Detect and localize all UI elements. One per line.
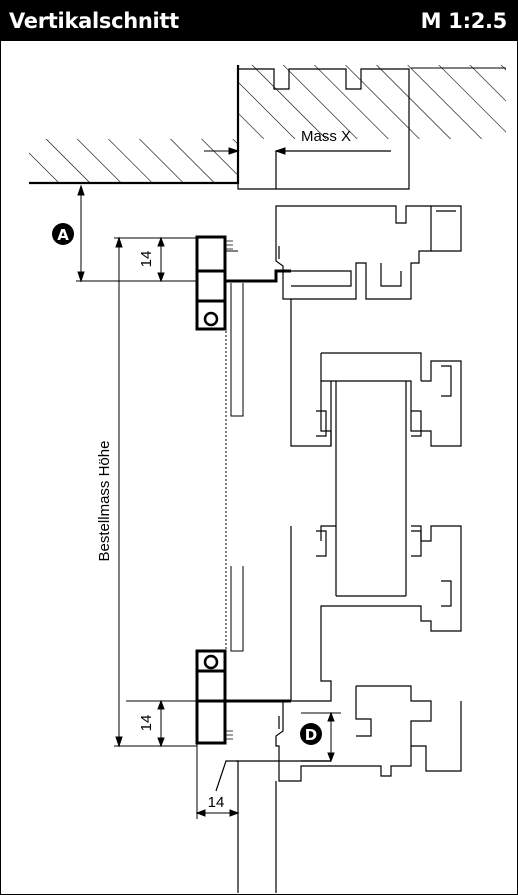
roller-housing-bottom [195,566,291,792]
mass-x-label: Mass X [301,128,351,145]
marker-d: D [300,723,322,745]
mass-x-dimension [204,147,371,155]
dimension-d [301,711,341,763]
dim-foot-14-label: 14 [208,794,225,811]
section-drawing: Mass X [29,65,506,893]
bestellmass-dimension [114,236,197,748]
dimension-a [76,184,197,283]
lower-frame-profile [236,685,462,893]
bestellmass-label: Bestellmass Höhe [96,441,113,562]
marker-a: A [52,223,74,245]
drawing-scale: M 1:2.5 [420,9,508,33]
dim-top-14-label: 14 [138,251,155,268]
svg-text:D: D [305,726,317,744]
lower-sash [290,525,462,702]
upper-sash [290,299,462,597]
dim-bottom-14-label: 14 [138,715,155,732]
dim-bottom-14 [126,699,197,748]
roller-housing-top [195,235,291,417]
wall-hatching [29,65,506,185]
header-bar: Vertikalschnitt M 1:2.5 [1,1,517,41]
drawing-title: Vertikalschnitt [9,9,179,33]
dim-top-14 [126,236,197,283]
svg-text:A: A [57,226,69,244]
upper-frame-profile [275,205,462,300]
dim-foot-14 [195,743,240,819]
